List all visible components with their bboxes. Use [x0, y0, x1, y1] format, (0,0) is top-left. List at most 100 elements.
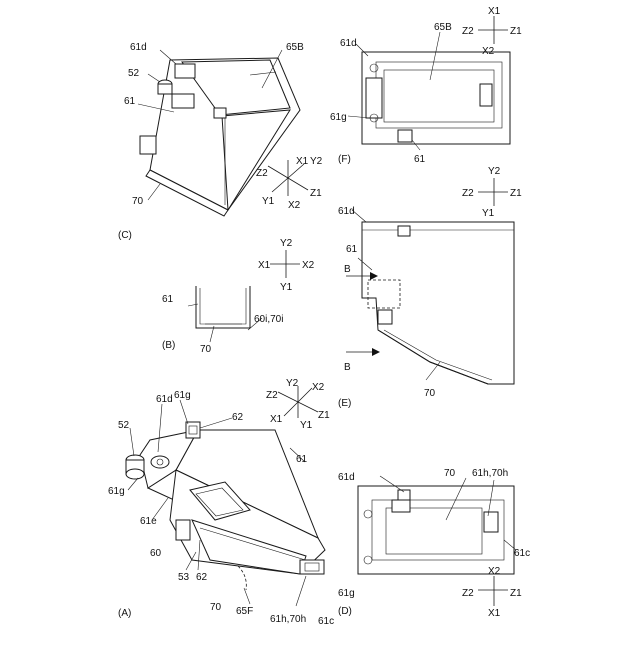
view-d-tab-top: [392, 500, 410, 512]
svg-text:X1: X1: [258, 260, 271, 271]
view-b-axes: X1 X2 Y2 Y1: [258, 238, 315, 293]
view-a-ref-52: 52: [118, 420, 130, 431]
svg-text:Z2: Z2: [266, 390, 278, 401]
view-f-axes: Z2 Z1 X1 X2: [462, 6, 522, 57]
svg-text:Y1: Y1: [300, 420, 313, 431]
view-e-ref-B-top: B: [344, 264, 351, 275]
svg-text:Z1: Z1: [510, 188, 522, 199]
view-a-boss: [151, 456, 169, 468]
view-a-ref-61c: 61c: [318, 616, 334, 627]
view-a: 52 61d 61g 62 61g 61e 60 53 62 61 70 65F…: [108, 378, 334, 627]
svg-text:Y2: Y2: [488, 166, 501, 177]
svg-text:X1: X1: [296, 156, 309, 167]
view-a-hidden-line: [238, 566, 246, 590]
view-a-ref-53: 53: [178, 572, 190, 583]
leader-61g-left: [128, 478, 138, 490]
svg-text:X1: X1: [488, 608, 501, 619]
svg-text:X2: X2: [482, 46, 495, 57]
view-b-outer: [196, 286, 250, 328]
leader-e-70: [426, 362, 440, 380]
svg-text:Y1: Y1: [280, 282, 293, 293]
view-b-ref-60i70i: 60i,70i: [254, 314, 283, 325]
view-f: 61d 65B 61g 61 (F) Z2 Z1 X1 X2: [330, 6, 522, 165]
leader-c-70: [148, 184, 160, 200]
view-c-bracket-mid: [172, 94, 194, 108]
view-b-label: (B): [162, 340, 175, 351]
view-b-ref-61: 61: [162, 294, 174, 305]
view-e-axes: Z2 Z1 Y2 Y1: [462, 166, 522, 219]
svg-text:Y2: Y2: [286, 378, 299, 389]
svg-text:Z2: Z2: [462, 188, 474, 199]
view-e-ref-61: 61: [346, 244, 358, 255]
view-a-latch-left: [176, 520, 190, 540]
view-a-ref-60: 60: [150, 548, 162, 559]
view-b-inner: [200, 288, 246, 324]
svg-text:Y2: Y2: [280, 238, 293, 249]
view-c-latch: [140, 136, 156, 154]
view-e-ref-B-bottom: B: [344, 362, 351, 373]
view-c-pin: [158, 84, 172, 94]
view-d: 61d 61g 70 61h,70h 61c (D) Z2 Z1 X2 X1: [338, 468, 530, 619]
view-f-ref-65B: 65B: [434, 22, 452, 33]
view-e-ref-61d: 61d: [338, 206, 355, 217]
svg-text:Z2: Z2: [462, 588, 474, 599]
svg-text:X2: X2: [488, 566, 501, 577]
leader-c-52: [148, 74, 160, 82]
view-a-ref-61g-top: 61g: [174, 390, 191, 401]
svg-text:Z1: Z1: [510, 588, 522, 599]
view-e-label: (E): [338, 398, 351, 409]
svg-text:X2: X2: [312, 382, 325, 393]
view-c-side: [222, 110, 290, 210]
view-f-label: (F): [338, 154, 351, 165]
leader-65F: [244, 588, 250, 604]
view-a-ref-61e: 61e: [140, 516, 157, 527]
leader-61g-top: [180, 400, 188, 424]
view-d-ref-61g: 61g: [338, 588, 355, 599]
view-a-pin-bottom: [126, 469, 144, 479]
svg-text:Z2: Z2: [462, 26, 474, 37]
view-c-bracket-top: [175, 64, 195, 78]
view-a-ref-62-right: 62: [232, 412, 244, 423]
view-c-ref-52: 52: [128, 68, 140, 79]
svg-text:Y1: Y1: [262, 196, 275, 207]
view-d-ref-61h70h: 61h,70h: [472, 468, 508, 479]
view-c-ref-70: 70: [132, 196, 144, 207]
view-a-ref-61: 61: [296, 454, 308, 465]
view-f-tab: [398, 130, 412, 142]
section-arrowhead-bottom: [372, 348, 380, 356]
view-f-ref-61: 61: [414, 154, 426, 165]
view-a-latch-right: [186, 422, 200, 438]
view-a-bracket-61c: [300, 560, 324, 574]
view-c: 61d 52 61 65B 70 (C) X1 Y2 Z2 Z1 Y1 X2: [118, 42, 323, 241]
view-a-ref-61g-left: 61g: [108, 486, 125, 497]
svg-text:Y1: Y1: [482, 208, 495, 219]
svg-text:X1: X1: [488, 6, 501, 17]
view-a-axes: Z2 Z1 Y2 Y1 X2 X1: [266, 378, 330, 431]
svg-text:Z1: Z1: [318, 410, 330, 421]
view-d-ref-61c: 61c: [514, 548, 530, 559]
view-c-tab: [214, 108, 226, 118]
view-d-label: (D): [338, 606, 352, 617]
view-c-ref-61d: 61d: [130, 42, 147, 53]
svg-text:Y2: Y2: [310, 156, 323, 167]
view-e-tab: [398, 226, 410, 236]
svg-text:Z1: Z1: [510, 26, 522, 37]
view-a-ref-65F: 65F: [236, 606, 253, 617]
view-f-ref-61d: 61d: [340, 38, 357, 49]
view-d-latch: [484, 512, 498, 532]
view-c-ref-65B: 65B: [286, 42, 304, 53]
view-d-61d-tab: [398, 490, 410, 500]
view-e: 61d 61 B B 70 (E) Z2 Z1 Y2 Y1: [338, 166, 522, 409]
view-e-ref-70: 70: [424, 388, 436, 399]
view-c-axes: X1 Y2 Z2 Z1 Y1 X2: [256, 156, 323, 211]
view-e-body: [362, 222, 514, 384]
svg-text:X2: X2: [288, 200, 301, 211]
svg-text:Z1: Z1: [310, 188, 322, 199]
view-a-ref-62-left: 62: [196, 572, 208, 583]
view-d-ref-61d: 61d: [338, 472, 355, 483]
view-a-ref-61d: 61d: [156, 394, 173, 405]
leader-52: [130, 428, 134, 456]
view-f-flange: [366, 78, 382, 118]
